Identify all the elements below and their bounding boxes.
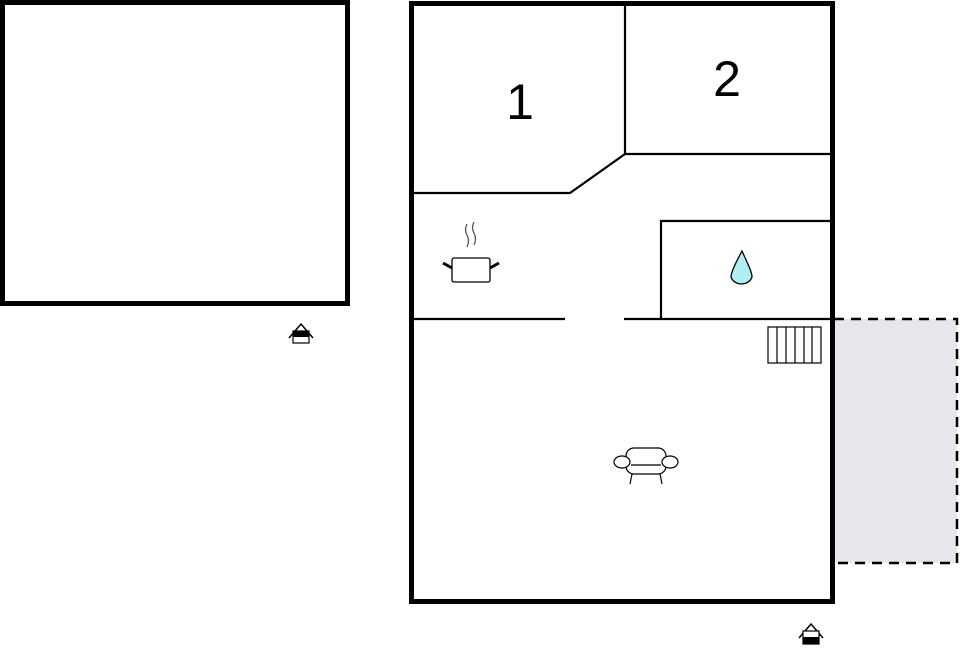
main-house-walls	[409, 1, 835, 604]
cooking-pot-icon	[442, 221, 500, 283]
room-label-2: 2	[713, 51, 741, 107]
interior-walls	[413, 4, 831, 321]
room-label-1: 1	[506, 74, 534, 130]
sofa-icon	[613, 447, 679, 485]
entrance-house-icon	[288, 322, 314, 344]
water-drop-icon	[730, 249, 753, 285]
stairs-icon	[767, 326, 822, 364]
entrance-house-icon	[798, 622, 824, 645]
annex-building	[0, 0, 350, 306]
terrace-area	[834, 317, 959, 565]
